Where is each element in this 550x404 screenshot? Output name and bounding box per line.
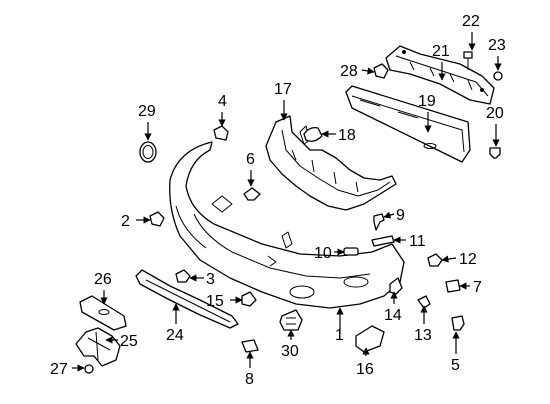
callout-30: 30: [281, 343, 299, 360]
clip-part-3: [175, 269, 191, 283]
bracket-part-16: [355, 325, 385, 353]
frame-bracket-part: [75, 327, 121, 367]
callout-24: 24: [166, 327, 184, 344]
callout-22: 22: [462, 13, 480, 30]
nut-part-23: [493, 71, 503, 81]
callout-28: 28: [340, 63, 358, 80]
callout-3: 3: [206, 271, 215, 288]
bracket-part-7: [445, 279, 461, 293]
callout-2: 2: [121, 213, 130, 230]
callout-23: 23: [488, 37, 506, 54]
callout-4: 4: [218, 93, 227, 110]
leader-lines: [72, 32, 502, 372]
bolt-part-5: [451, 315, 465, 331]
callout-26: 26: [94, 271, 112, 288]
retainer-part-15: [241, 291, 257, 307]
reinforcement-beam-part: [345, 85, 471, 163]
clip-part-28: [373, 63, 389, 79]
clip-part-8: [241, 339, 259, 353]
callout-18: 18: [338, 127, 356, 144]
callout-9: 9: [396, 207, 405, 224]
bumper-cover-part: [169, 141, 405, 309]
callout-29: 29: [138, 103, 156, 120]
callout-14: 14: [384, 307, 402, 324]
callout-5: 5: [451, 357, 460, 374]
bumper-support-frame-part: [265, 115, 397, 211]
retainer-part-6: [243, 187, 261, 201]
callout-1: 1: [335, 327, 344, 344]
callout-17: 17: [274, 81, 292, 98]
callout-15: 15: [206, 293, 224, 310]
side-bracket-part-4: [213, 125, 229, 141]
callout-19: 19: [418, 93, 436, 110]
pad-part-30: [279, 309, 303, 331]
callout-21: 21: [432, 43, 450, 60]
callout-7: 7: [473, 279, 482, 296]
callout-13: 13: [414, 327, 432, 344]
callout-11: 11: [409, 233, 426, 250]
clip-part-12: [427, 253, 443, 267]
callout-labels: 1 2 3 4 5 6 7 8 9 10 11 12 13 14 15 16 1…: [50, 13, 506, 388]
callout-10: 10: [314, 245, 332, 262]
emblem-part: [139, 141, 157, 163]
bolt-part-22: [463, 51, 473, 70]
callout-25: 25: [120, 333, 138, 350]
callout-8: 8: [245, 371, 254, 388]
reflector-part-10: [343, 247, 359, 256]
clip-part-27: [84, 364, 94, 374]
lower-spoiler-part: [135, 269, 239, 329]
lower-bracket-part: [79, 295, 127, 331]
callout-27: 27: [50, 361, 68, 378]
retainer-part-9: [373, 213, 385, 231]
clip-part-2: [149, 211, 165, 227]
callout-16: 16: [356, 361, 374, 378]
callout-6: 6: [246, 151, 255, 168]
callout-20: 20: [486, 105, 504, 122]
callout-12: 12: [459, 251, 477, 268]
bolt-part-20: [489, 147, 501, 159]
retainer-part-14: [389, 277, 403, 295]
